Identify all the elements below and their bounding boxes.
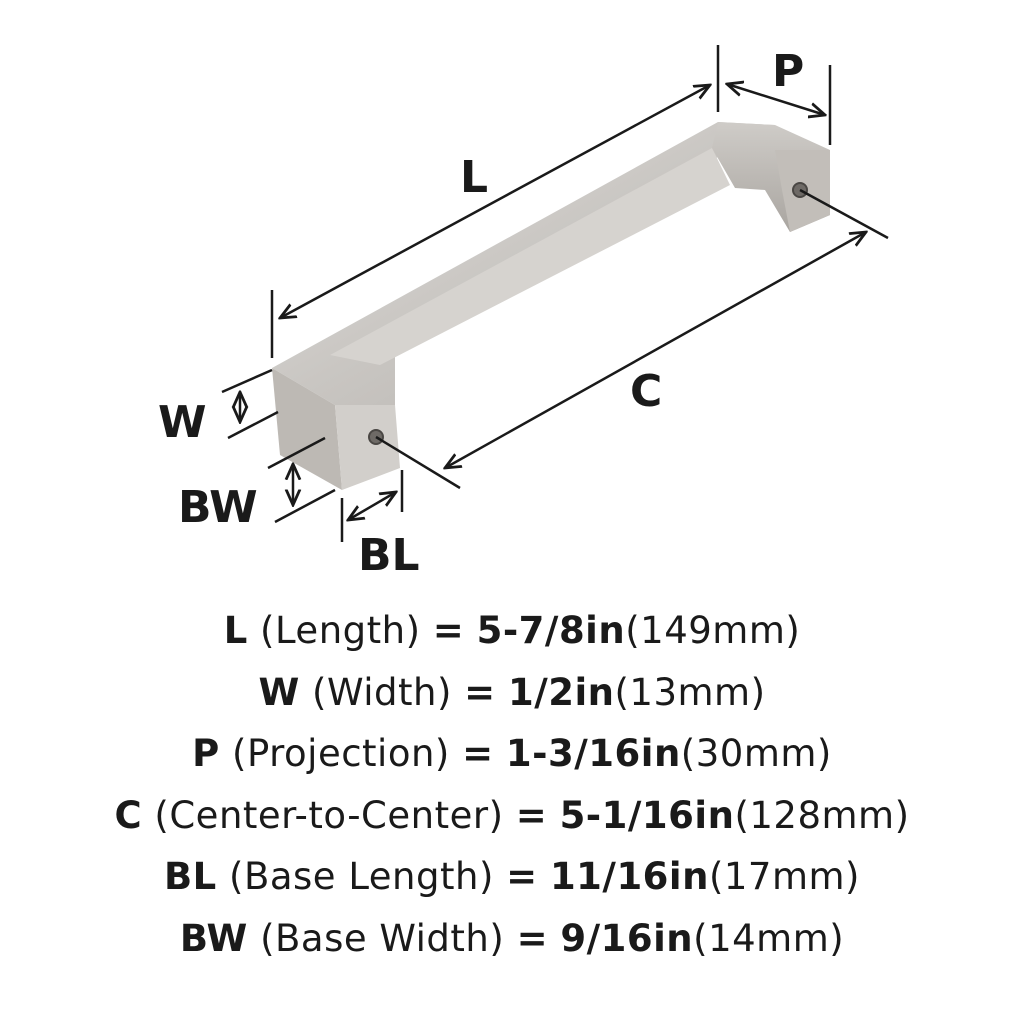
handle-bar-inner [330,148,730,365]
handle-left-side [272,368,342,490]
spec-code: BL [163,855,217,898]
label-length: L [460,152,488,203]
spec-millimeters: (17mm) [708,855,860,898]
spec-equals: = [462,732,494,775]
label-center-to-center: C [630,366,662,417]
spec-inches: 9/16in [560,916,694,960]
spec-millimeters: (13mm) [614,670,766,714]
spec-equals: = [432,609,465,652]
label-projection: P [772,46,804,97]
spec-inches: 5-1/16in [559,793,735,837]
spec-row-l: L (Length) = 5-7/8in(149mm) [0,600,1024,662]
cabinet-pull-handle [272,122,830,490]
spec-row-p: P (Projection) = 1-3/16in(30mm) [0,723,1024,785]
spec-name: (Base Width) [260,916,505,960]
spec-code: P [192,732,220,775]
spec-name: (Projection) [232,732,450,775]
spec-equals: = [515,793,548,837]
spec-name: (Length) [260,609,421,652]
spec-equals: = [464,670,496,714]
label-width: W [158,397,207,448]
handle-dimension-diagram: L P C W BW BL [158,45,889,581]
label-base-width: BW [178,482,258,533]
spec-row-w: W (Width) = 1/2in(13mm) [0,662,1024,724]
spec-inches: 1-3/16in [505,732,681,775]
handle-left-base-face [335,405,400,490]
spec-equals: = [506,855,538,898]
label-base-length: BL [358,530,420,581]
spec-inches: 11/16in [549,855,709,898]
spec-code: C [114,793,143,837]
spec-millimeters: (128mm) [734,793,910,837]
spec-row-bw: BW (Base Width) = 9/16in(14mm) [0,908,1024,970]
spec-name: (Base Length) [229,855,494,898]
dimension-lines [221,45,889,542]
spec-name: (Center-to-Center) [154,793,504,837]
spec-inches: 1/2in [507,670,615,714]
spec-millimeters: (30mm) [680,732,832,775]
spec-row-c: C (Center-to-Center) = 5-1/16in(128mm) [0,785,1024,847]
spec-equals: = [516,916,549,960]
specification-list: L (Length) = 5-7/8in(149mm)W (Width) = 1… [0,600,1024,969]
spec-millimeters: (14mm) [693,916,845,960]
spec-millimeters: (149mm) [625,609,801,652]
spec-inches: 5-7/8in [476,609,626,652]
spec-name: (Width) [312,670,452,714]
spec-code: W [258,670,300,714]
spec-code: L [223,609,248,652]
spec-row-bl: BL (Base Length) = 11/16in(17mm) [0,846,1024,908]
spec-code: BW [179,916,248,960]
